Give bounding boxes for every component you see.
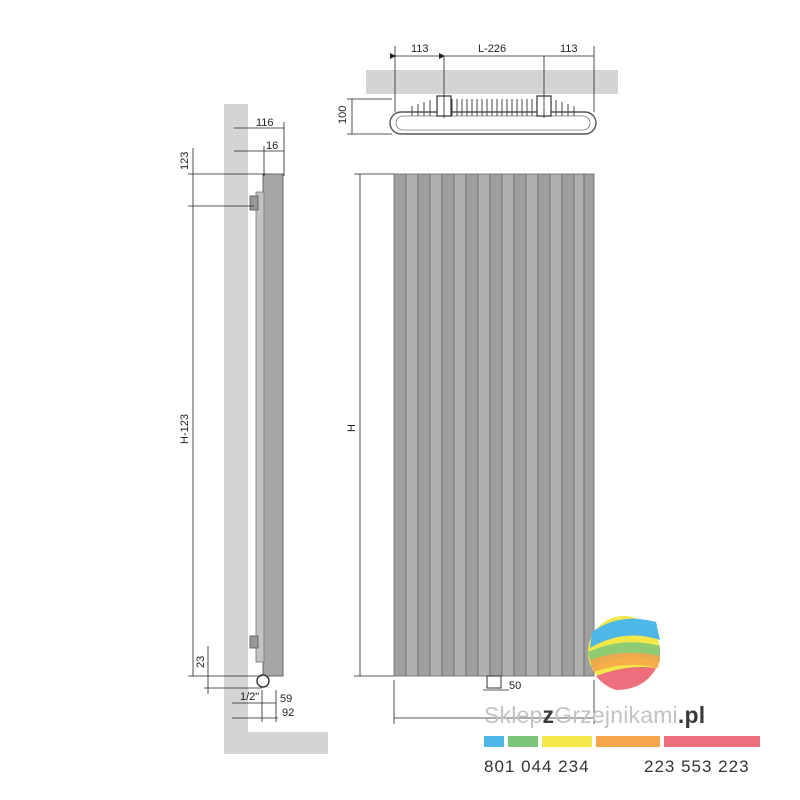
brand-wordmark: SklepzGrzejnikami.pl — [484, 702, 705, 729]
stripe-orange — [596, 736, 660, 747]
top-fins — [411, 99, 575, 116]
top-wall — [366, 70, 618, 94]
dim-side-59: 59 — [280, 693, 292, 705]
top-radiator-body — [389, 111, 597, 135]
front-bottom-connector — [486, 675, 502, 689]
brand-part-1: Sklep — [484, 702, 543, 728]
side-view: 116 16 123 H-123 23 1/2" 59 92 — [179, 104, 328, 754]
dim-side-23: 23 — [195, 656, 207, 668]
brand-logo-icon — [588, 616, 660, 690]
stripe-blue — [484, 736, 504, 747]
stripe-green — [508, 736, 538, 747]
stripe-yellow — [542, 736, 592, 747]
side-bottom-bracket — [249, 635, 259, 649]
front-tubes — [393, 173, 595, 677]
phone-number-2: 223 553 223 — [644, 757, 750, 776]
dim-side-h-minus: H-123 — [179, 414, 191, 444]
dim-side-116: 116 — [256, 117, 274, 129]
dim-front-h: H — [346, 424, 358, 432]
front-view: 50 H — [346, 173, 595, 724]
dim-top-right: 113 — [560, 43, 578, 55]
dim-top-left: 113 — [411, 43, 429, 55]
stripe-red — [664, 736, 760, 747]
dim-top-center: L-226 — [478, 43, 506, 55]
top-view: 113 L-226 113 100 — [337, 43, 618, 135]
brand-part-4: .pl — [677, 702, 706, 728]
phone-number-1: 801 044 234 — [484, 757, 590, 776]
dim-side-thread: 1/2" — [240, 691, 259, 703]
dim-side-92: 92 — [282, 707, 294, 719]
side-wall — [224, 104, 328, 754]
brand-part-3: Grzejnikami — [554, 702, 678, 728]
dim-front-50: 50 — [509, 680, 521, 692]
brand-part-2: z — [542, 702, 555, 728]
brand-color-stripes — [484, 736, 764, 747]
dim-side-16: 16 — [266, 140, 278, 152]
dim-depth-top: 100 — [337, 106, 349, 124]
side-valve — [256, 674, 270, 688]
side-radiator-body — [262, 173, 284, 677]
side-top-bracket — [249, 195, 259, 211]
dim-side-123: 123 — [179, 152, 191, 170]
